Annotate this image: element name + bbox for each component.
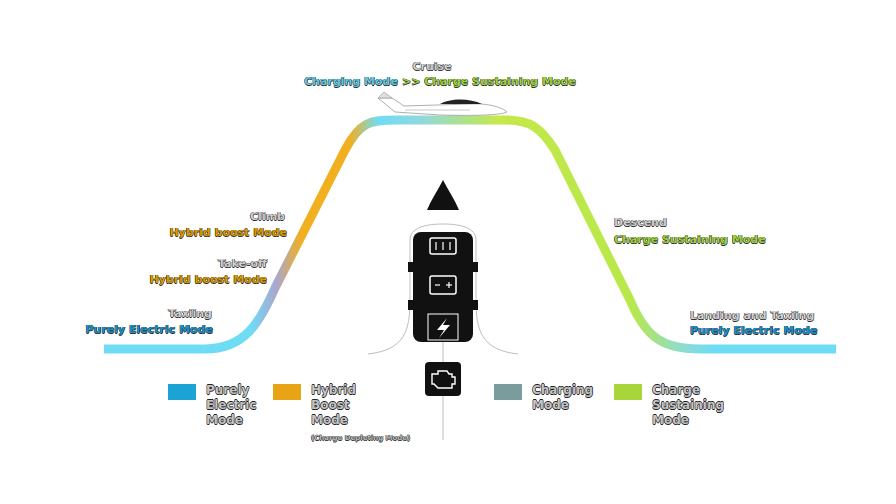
legend-item: Charging Mode	[494, 383, 596, 413]
mode-label: >> Charge Sustaining Mode	[402, 75, 576, 88]
legend-text: Purely Electric Mode	[206, 383, 262, 428]
mode-label: Purely Electric Mode	[86, 323, 213, 336]
mode-label: Purely Electric Mode	[690, 324, 817, 337]
phase-title: Take-off	[218, 257, 267, 270]
phase-title: Climb	[250, 210, 285, 223]
legend-note: (Charge Depleting Mode)	[311, 432, 410, 445]
legend-swatch	[614, 384, 642, 400]
phase-title: Cruise	[412, 60, 451, 73]
mode-label: Charging Mode	[304, 75, 398, 88]
phase-title: Taxiing	[168, 307, 212, 320]
powertrain-top-view	[368, 180, 518, 440]
legend-item: Hybrid Boost Mode	[273, 383, 375, 428]
mode-label: Charge Sustaining Mode	[614, 233, 766, 246]
legend-swatch	[273, 384, 301, 400]
mode-label: Hybrid boost Mode	[169, 226, 287, 239]
legend-item: Purely Electric Mode	[168, 383, 262, 428]
legend-swatch	[168, 384, 196, 400]
legend-item: Charge Sustaining Mode	[614, 383, 726, 428]
aircraft-side-view	[378, 92, 507, 115]
legend-text: Charge Sustaining Mode	[652, 383, 726, 428]
flight-profile-curve	[104, 120, 836, 349]
mode-label: Hybrid boost Mode	[149, 273, 267, 286]
phase-title: Descend	[614, 216, 667, 229]
legend-text: Charging Mode	[532, 383, 596, 413]
legend-text: Hybrid Boost Mode	[311, 383, 375, 428]
phase-title: Landing and Taxiing	[690, 309, 814, 322]
legend-swatch	[494, 384, 522, 400]
